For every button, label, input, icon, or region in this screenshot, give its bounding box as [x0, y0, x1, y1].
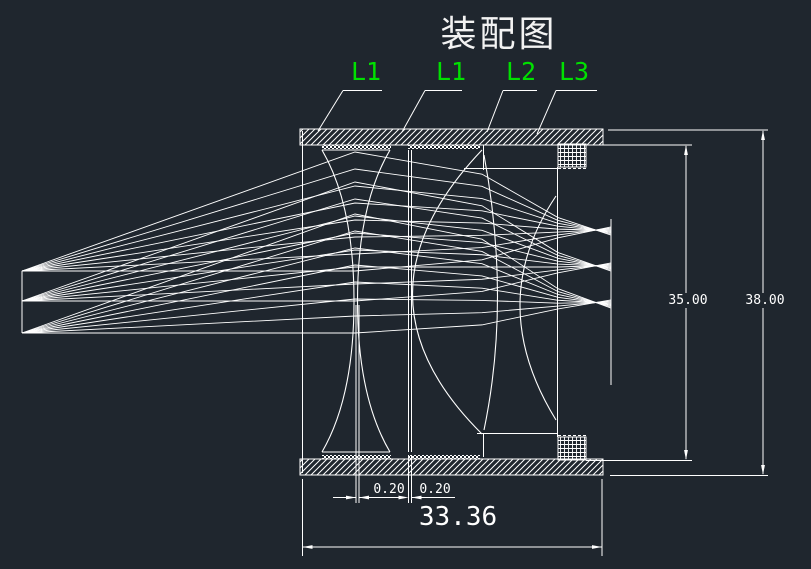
spacer-strip-tr — [408, 144, 480, 149]
retainer-bottom — [557, 436, 587, 461]
dim-total-length: 33.36 — [418, 502, 498, 532]
ray-fan3 — [22, 299, 612, 334]
ray-fan3 — [21, 213, 612, 334]
ray-fan2 — [22, 262, 612, 302]
l2-surface-right — [483, 154, 499, 431]
barrel-top — [299, 128, 604, 146]
ray-fan1 — [21, 185, 612, 272]
lens-label-l2: L2 — [505, 57, 537, 86]
leader4-d — [536, 90, 557, 135]
barrel-bottom — [299, 458, 604, 476]
drawing-title: 装配图 — [440, 14, 558, 55]
ray-fan2 — [21, 198, 612, 302]
dim-arrowhead — [592, 545, 602, 549]
ray-fan2 — [21, 215, 612, 302]
lens-label-l1-plate: L1 — [435, 57, 467, 86]
ray-fan3 — [21, 230, 612, 334]
ray-fan3 — [21, 247, 612, 334]
dim-arrowhead — [684, 145, 688, 155]
ray-fan1 — [21, 168, 612, 272]
ray-fan2 — [21, 264, 612, 302]
retainer-top — [557, 143, 587, 168]
ray-fan2 — [21, 181, 612, 302]
dim-gap-right: 0.20 — [419, 482, 451, 497]
dim-arrowhead — [302, 545, 313, 549]
lens-label-l1-front: L1 — [350, 57, 382, 86]
ray-fan1 — [21, 228, 612, 272]
l2-surface-left — [412, 149, 483, 435]
dim-arrowhead — [398, 495, 409, 500]
leader3-d — [486, 90, 504, 133]
ray-fan1 — [21, 219, 612, 272]
dim-inner-height: 35.00 — [657, 293, 719, 308]
dim-outer-height: 38.00 — [734, 293, 796, 308]
ray-fan1 — [21, 202, 612, 272]
ray-fan1 — [21, 151, 612, 272]
dim-arrowhead — [346, 495, 356, 500]
ray-fan2 — [21, 263, 612, 302]
dim-arrowhead — [761, 465, 765, 475]
ray-fan2 — [21, 232, 612, 302]
ray-fan1 — [21, 227, 612, 272]
leader2-d — [401, 90, 426, 133]
leader1-d — [317, 90, 344, 132]
ray-fan1 — [22, 226, 612, 272]
lens-label-l3: L3 — [558, 57, 590, 86]
dim-arrowhead — [684, 450, 688, 460]
ray-fan3 — [21, 281, 612, 334]
ray-fan2 — [21, 249, 612, 302]
l1-surface-right — [356, 149, 391, 453]
spacer-strip-tl — [322, 144, 391, 149]
dim-gap-left: 0.20 — [373, 482, 405, 497]
dim-arrowhead — [761, 130, 765, 140]
ray-fan3 — [21, 298, 612, 334]
dim-arrowhead — [359, 495, 369, 500]
spacer-strip-br — [408, 455, 480, 460]
dim-arrowhead — [411, 495, 422, 500]
ray-fan3 — [21, 300, 612, 334]
ray-fan3 — [21, 264, 612, 334]
